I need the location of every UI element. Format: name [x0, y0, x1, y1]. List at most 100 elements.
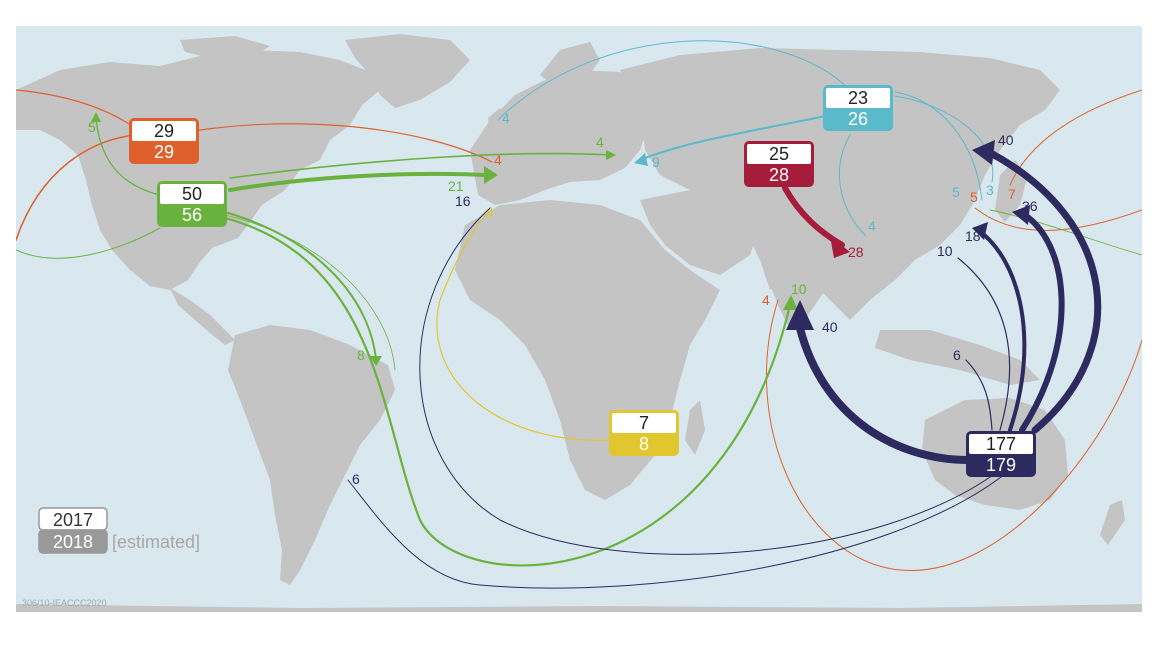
- box-value-2018: 26: [848, 109, 868, 129]
- flow-green-europe-main: [228, 171, 486, 192]
- arrowhead-navy-korea: [1012, 205, 1030, 225]
- flow-label-na-to-arctic: 5: [88, 119, 96, 135]
- box-value-2017: 29: [154, 121, 174, 141]
- flow-label-aus-to-taiwan: 10: [937, 243, 953, 259]
- box-top-panel: [747, 144, 811, 164]
- box-value-2017: 25: [769, 144, 789, 164]
- box-top-panel: [612, 413, 676, 433]
- flow-green-east-asia: [989, 209, 1142, 256]
- flow-green-brazil: [224, 211, 377, 361]
- flow-label-russia-to-blacksea: 9: [652, 154, 660, 170]
- flow-label-na-to-brazil: 8: [357, 347, 365, 363]
- flow-label-orange-to-india: 4: [762, 292, 770, 308]
- flow-label-aus-to-india: 40: [822, 319, 838, 335]
- flow-teal-uk: [497, 40, 851, 121]
- legend: 2017 2018 [estimated]: [38, 507, 200, 554]
- arrowhead-green-europe: [484, 166, 498, 184]
- box-top-panel: [132, 121, 196, 141]
- box-value-2018: 8: [639, 434, 649, 454]
- flow-label-teal-to-korea: 5: [952, 184, 960, 200]
- flow-teal-blacksea: [639, 114, 831, 161]
- flow-lines: [16, 40, 1142, 589]
- arrowhead-crimson: [830, 236, 850, 258]
- flow-label-aus-to-korea: 36: [1022, 198, 1038, 214]
- arrowhead-teal-blacksea: [634, 153, 648, 166]
- south-america: [228, 325, 395, 585]
- flow-label-aus-to-korea-2: 18: [965, 228, 981, 244]
- box-value-2017: 7: [639, 413, 649, 433]
- central-america: [170, 288, 235, 345]
- flow-label-safrica-to-spain: 4: [486, 204, 494, 220]
- flow-label-orange-to-korea: 5: [970, 189, 978, 205]
- flow-navy-indonesia: [965, 359, 993, 431]
- arrowhead-navy-korea-2: [972, 222, 988, 240]
- arctic-islands: [180, 36, 270, 58]
- new-zealand: [1100, 500, 1125, 545]
- arrowhead-green-arctic: [91, 112, 101, 122]
- flow-navy-japan: [981, 146, 1102, 434]
- flow-teal-japan: [894, 95, 994, 183]
- flow-navy-korea: [1017, 209, 1065, 433]
- north-america: [16, 50, 380, 290]
- box-value-2018: 29: [154, 142, 174, 162]
- flow-navy-spain: [419, 207, 1001, 555]
- arrowhead-navy-india: [786, 300, 814, 330]
- flow-green-arctic: [95, 117, 161, 196]
- flow-orange-pacific-2: [16, 89, 136, 129]
- flow-navy-argentina: [347, 469, 1011, 589]
- flow-teal-china: [838, 134, 867, 237]
- flow-green-east-europe: [229, 152, 613, 179]
- flow-label-na-green-east-europe: 4: [596, 134, 604, 150]
- box-value-2017: 177: [986, 434, 1016, 454]
- uk-ireland: [488, 108, 508, 140]
- legend-year-bottom: 2018: [53, 532, 93, 552]
- box-top-panel: [969, 434, 1033, 454]
- scandinavia: [540, 42, 600, 95]
- box-value-2017: 23: [848, 88, 868, 108]
- flow-label-asia-to-china: 28: [848, 244, 864, 260]
- box-value-2017: 50: [182, 184, 202, 204]
- box-top-panel: [826, 88, 890, 108]
- arrowhead-green-india: [783, 295, 798, 310]
- arrow-heads: [91, 112, 1030, 366]
- india: [760, 250, 830, 330]
- box-southern-africa-yellow: 78: [609, 410, 679, 456]
- flow-label-russia-to-china: 4: [868, 218, 876, 234]
- arrowhead-navy-japan: [972, 140, 995, 165]
- flow-label-aus-to-spain: 16: [455, 193, 471, 209]
- flow-green-india: [223, 216, 792, 567]
- land-masses: [16, 34, 1142, 612]
- box-top-panel: [160, 184, 224, 204]
- flow-label-aus-to-argentina: 6: [352, 471, 360, 487]
- box-value-2018: 56: [182, 205, 202, 225]
- flow-label-aus-to-indonesia: 6: [953, 347, 961, 363]
- box-value-2018: 179: [986, 455, 1016, 475]
- flow-green-pacific: [16, 227, 161, 259]
- flow-orange-na-europe: [169, 123, 493, 163]
- flow-navy-india: [794, 316, 972, 464]
- figure-code: 306/10-IEACCC2020: [22, 598, 107, 608]
- flow-orange-india: [765, 299, 1142, 571]
- europe: [470, 70, 650, 205]
- flow-navy-taiwan: [957, 257, 1011, 431]
- flow-label-na-green-europe: 21: [448, 178, 464, 194]
- flow-navy-korea-2: [976, 228, 1027, 432]
- madagascar: [685, 400, 705, 455]
- box-value-2018: 28: [769, 165, 789, 185]
- flow-label-aus-to-japan: 40: [998, 132, 1014, 148]
- antarctica-edge: [16, 604, 1142, 612]
- flow-label-na-orange-europe: 4: [494, 152, 502, 168]
- legend-box-bottom: [38, 529, 108, 554]
- arrowhead-green-brazil: [370, 356, 382, 366]
- flow-label-orange-to-japan: 7: [1008, 186, 1016, 202]
- arrowhead-green-east-europe: [606, 150, 616, 160]
- legend-year-top: 2017: [53, 510, 93, 530]
